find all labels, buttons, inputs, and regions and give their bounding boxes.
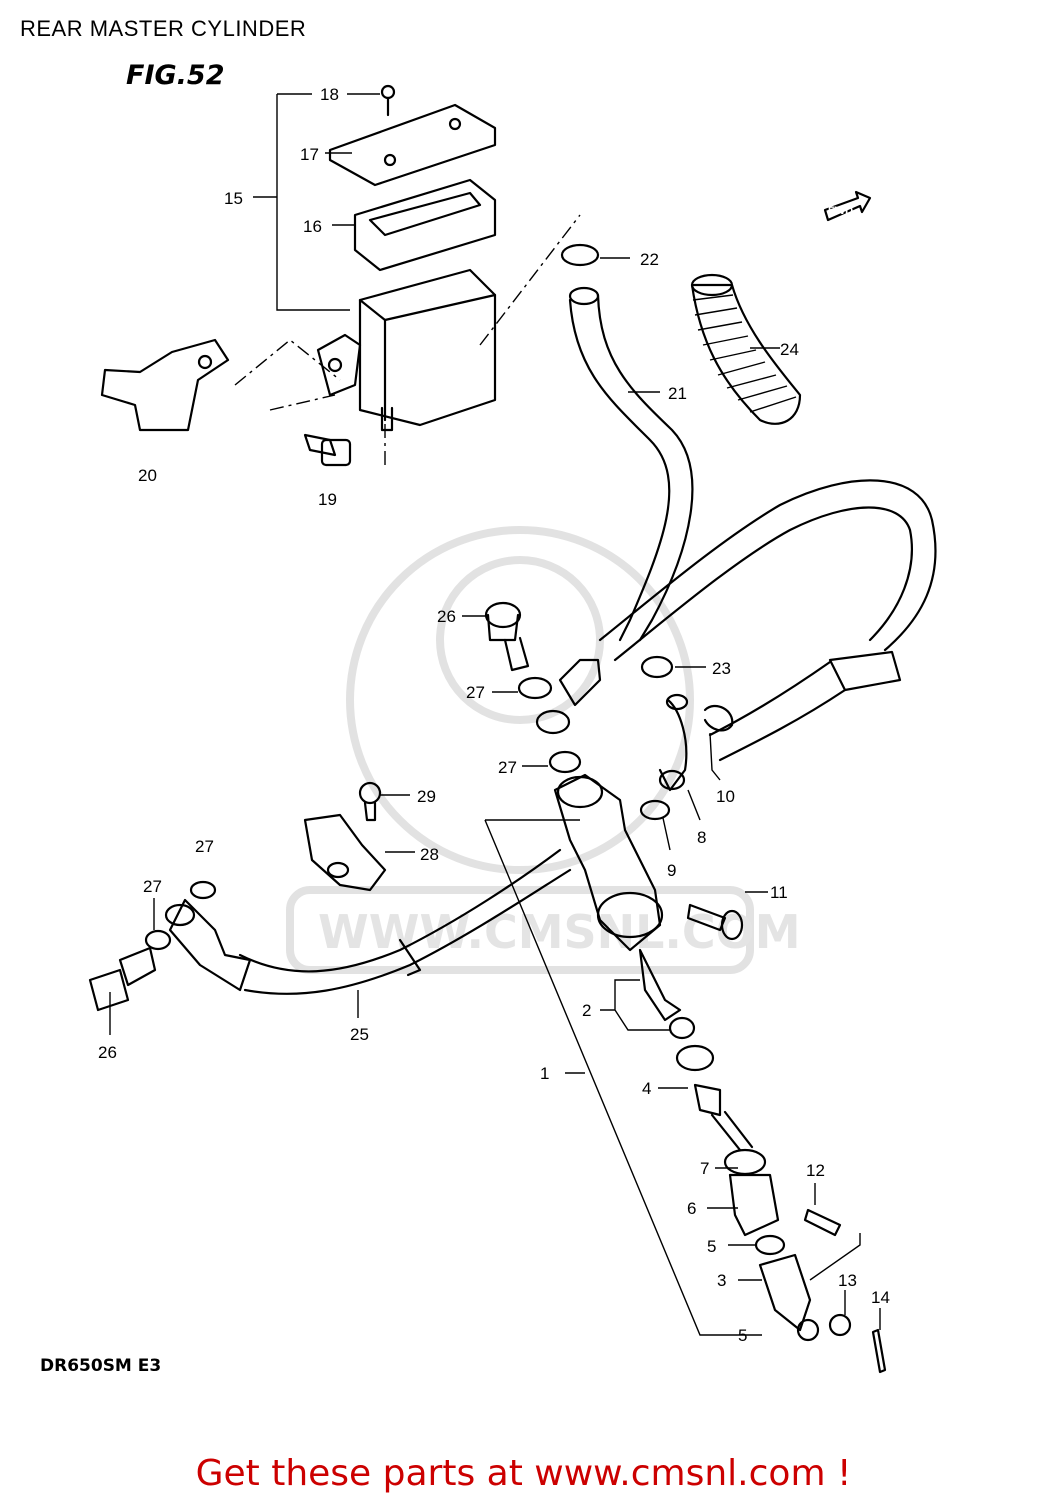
callout-27-a: 27 <box>466 683 485 702</box>
banjo-bolt-26-top <box>484 601 530 672</box>
callout-3: 3 <box>717 1271 726 1290</box>
callout-18: 18 <box>320 85 339 104</box>
page-title: REAR MASTER CYLINDER <box>20 16 307 41</box>
callout-12: 12 <box>806 1161 825 1180</box>
callout-5-a: 5 <box>707 1237 716 1256</box>
callout-11: 11 <box>770 883 788 902</box>
callout-6: 6 <box>687 1199 696 1218</box>
hose-loop <box>598 479 937 652</box>
callout-10: 10 <box>716 787 735 806</box>
callout-28: 28 <box>420 845 439 864</box>
callout-22: 22 <box>640 250 659 269</box>
callout-7: 7 <box>700 1159 709 1178</box>
callout-26-top: 26 <box>437 607 456 626</box>
callout-27-d: 27 <box>143 877 162 896</box>
callout-4: 4 <box>642 1079 651 1098</box>
figure-number: FIG.52 <box>126 60 225 91</box>
callout-2: 2 <box>582 1001 591 1020</box>
callout-26-left: 26 <box>98 1043 117 1062</box>
callout-8: 8 <box>697 828 706 847</box>
callout-20: 20 <box>138 466 157 485</box>
clamp-22 <box>560 243 600 267</box>
model-code: DR650SM E3 <box>40 1356 162 1376</box>
callout-23: 23 <box>712 659 731 678</box>
callout-27-c: 27 <box>195 837 214 856</box>
callout-1: 1 <box>540 1064 549 1083</box>
callout-25: 25 <box>350 1025 369 1044</box>
footer-link[interactable]: Get these parts at www.cmsnl.com ! <box>195 1453 852 1494</box>
reservoir-assembly <box>316 84 497 432</box>
bracket-20 <box>100 338 230 432</box>
callout-29: 29 <box>417 787 436 806</box>
callout-21: 21 <box>668 384 687 403</box>
hose-25 <box>238 848 562 973</box>
master-cylinder <box>553 773 887 1374</box>
callout-27-b: 27 <box>498 758 517 777</box>
callout-16: 16 <box>303 217 322 236</box>
fwd-label: FWD <box>828 205 853 217</box>
callout-19: 19 <box>318 490 337 509</box>
callout-15: 15 <box>224 189 243 208</box>
banjo-bolt-26-left <box>88 946 157 1012</box>
bolt-19 <box>303 433 352 467</box>
callout-14: 14 <box>871 1288 890 1307</box>
fwd-arrow-icon <box>823 190 872 222</box>
callout-5-b: 5 <box>738 1326 747 1345</box>
callout-24: 24 <box>780 340 799 359</box>
hose-21 <box>568 298 671 642</box>
callout-17: 17 <box>300 145 319 164</box>
watermark-logo: WWW.CMSNL.COM <box>286 526 801 974</box>
boot-24 <box>690 283 802 425</box>
callout-9: 9 <box>667 861 676 880</box>
callout-13: 13 <box>838 1271 857 1290</box>
